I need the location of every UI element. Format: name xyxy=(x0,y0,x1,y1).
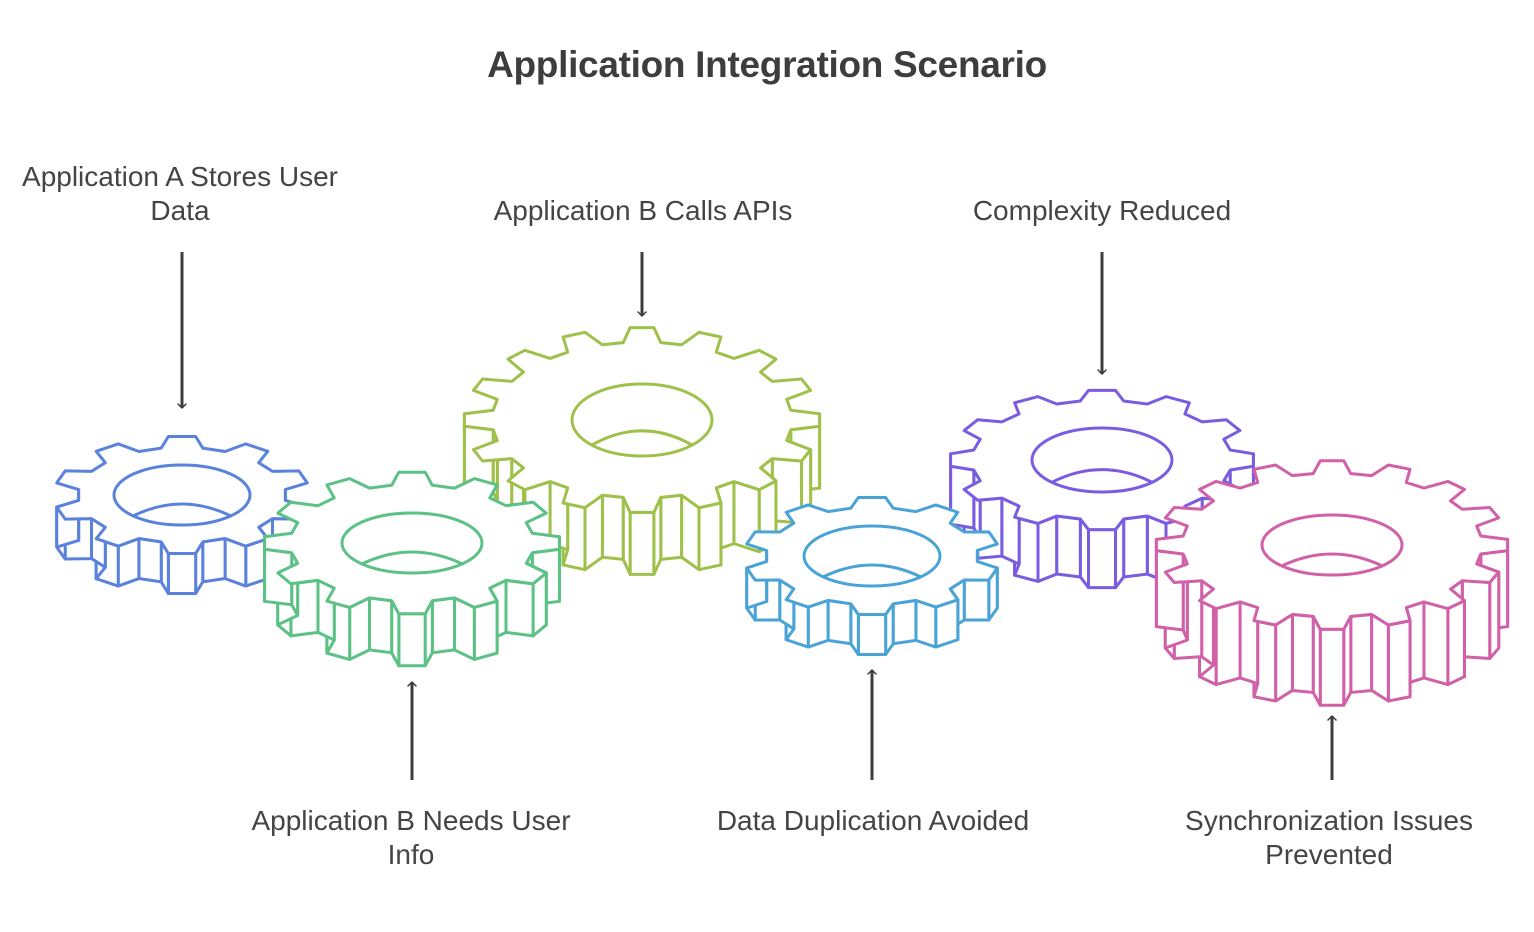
label-application-a-stores-user-data: Application A Stores User Data xyxy=(22,161,338,226)
gear-icon-data-duplication xyxy=(745,496,999,657)
gear-icon-application-b-needs xyxy=(263,470,561,668)
label-application-b-needs-user-info: Application B Needs User Info xyxy=(251,805,571,870)
gear-icon-application-b-calls xyxy=(462,326,822,576)
gear-icon-synchronization xyxy=(1154,459,1510,707)
label-data-duplication-avoided: Data Duplication Avoided xyxy=(716,805,1030,836)
diagram-title: Application Integration Scenario xyxy=(487,44,1047,85)
label-synchronization-issues-prevented: Synchronization Issues Prevented xyxy=(1185,805,1473,870)
label-complexity-reduced: Complexity Reduced xyxy=(972,195,1232,226)
label-application-b-calls-apis: Application B Calls APIs xyxy=(493,195,793,226)
